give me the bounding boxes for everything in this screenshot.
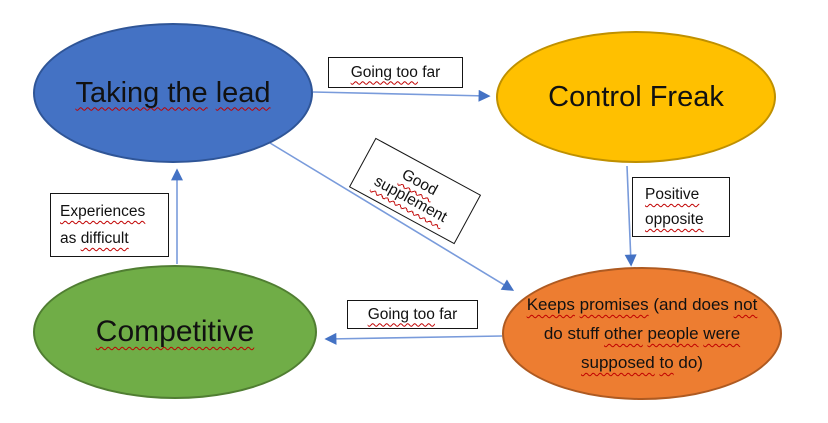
node-taking-the-lead-label: Taking the lead <box>75 76 271 109</box>
arrow-keeps-to-competitive <box>324 332 503 345</box>
edge-label-going-too-far-top: Going too far <box>328 57 463 88</box>
arrow-taking-to-control <box>312 89 491 102</box>
edge-label-going-too-far-bottom: Going too far <box>347 300 478 329</box>
node-competitive-label: Competitive <box>95 315 255 348</box>
node-control-freak-label: Control Freak <box>548 80 724 113</box>
arrow-taking-to-keeps <box>269 142 515 291</box>
node-control-freak: Control Freak <box>496 31 776 163</box>
arrow-control-to-keeps <box>624 165 637 267</box>
node-taking-the-lead: Taking the lead <box>33 23 313 163</box>
node-competitive: Competitive <box>33 265 317 399</box>
